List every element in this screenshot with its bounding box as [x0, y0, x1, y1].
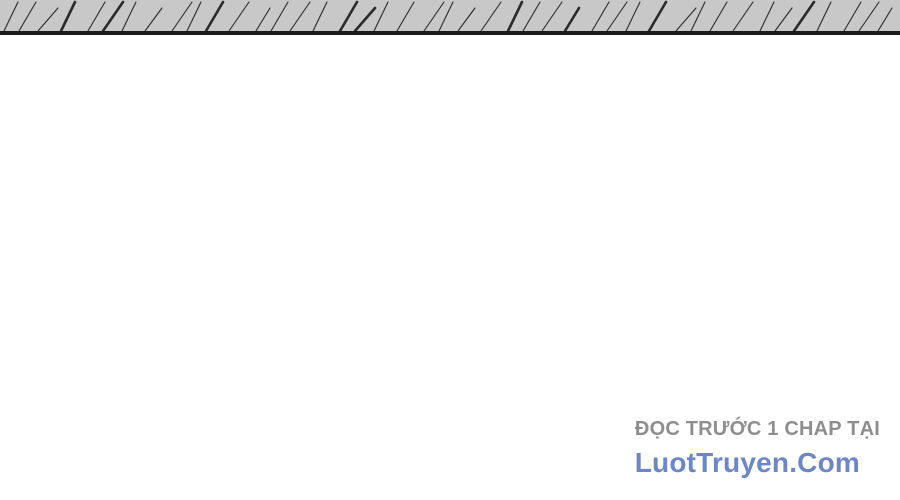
- hatch-stroke: [480, 1, 502, 32]
- hatch-stroke: [18, 1, 37, 32]
- hatch-stroke: [438, 1, 454, 32]
- hatch-stroke: [338, 0, 359, 33]
- hatch-stroke: [37, 7, 59, 32]
- hatch-stroke: [675, 7, 697, 32]
- hatch-stroke: [144, 7, 163, 32]
- hatching: [3, 0, 893, 33]
- hatch-stroke: [396, 1, 415, 32]
- hatch-stroke: [858, 1, 880, 32]
- hatch-stroke: [606, 1, 628, 32]
- hatch-stroke: [270, 1, 289, 32]
- hatch-stroke: [591, 1, 610, 32]
- hatch-stroke: [204, 0, 225, 33]
- watermark-read-ahead-text: ĐỌC TRƯỚC 1 CHAP TẠI: [634, 418, 880, 440]
- hatch-stroke: [647, 0, 668, 33]
- hatch-stroke: [843, 1, 862, 32]
- hatch-stroke: [457, 7, 476, 32]
- hatch-stroke: [289, 1, 311, 32]
- hatch-stroke: [121, 1, 137, 32]
- hatch-stroke: [423, 1, 445, 32]
- hatch-stroke: [774, 7, 793, 32]
- hatch-stroke: [312, 1, 328, 32]
- hatch-stroke: [3, 1, 19, 32]
- hatch-stroke: [877, 7, 893, 32]
- hatch-stroke: [563, 6, 581, 33]
- hatch-stroke: [353, 6, 377, 33]
- hatch-stroke: [541, 1, 563, 32]
- hatch-stroke: [759, 1, 775, 32]
- hatch-stroke: [186, 1, 202, 32]
- hatch-stroke: [732, 1, 754, 32]
- hatch-stroke: [522, 1, 541, 32]
- panel-border: [0, 31, 900, 35]
- hatched-panel-strip: [0, 0, 900, 35]
- hatch-stroke: [792, 0, 816, 33]
- hatch-stroke: [816, 1, 832, 32]
- hatch-stroke: [506, 0, 524, 33]
- hatch-stroke: [171, 1, 193, 32]
- hatch-stroke: [228, 1, 250, 32]
- hatch-stroke: [709, 1, 728, 32]
- hatch-stroke: [87, 1, 106, 32]
- hatch-stroke: [373, 1, 389, 32]
- hatch-stroke: [625, 1, 641, 32]
- hatch-stroke: [101, 0, 125, 33]
- hatch-stroke: [255, 7, 271, 32]
- watermark-site-name: LuotTruyen.Com: [634, 447, 860, 478]
- hatch-stroke: [59, 0, 77, 33]
- hatch-stroke: [690, 1, 706, 32]
